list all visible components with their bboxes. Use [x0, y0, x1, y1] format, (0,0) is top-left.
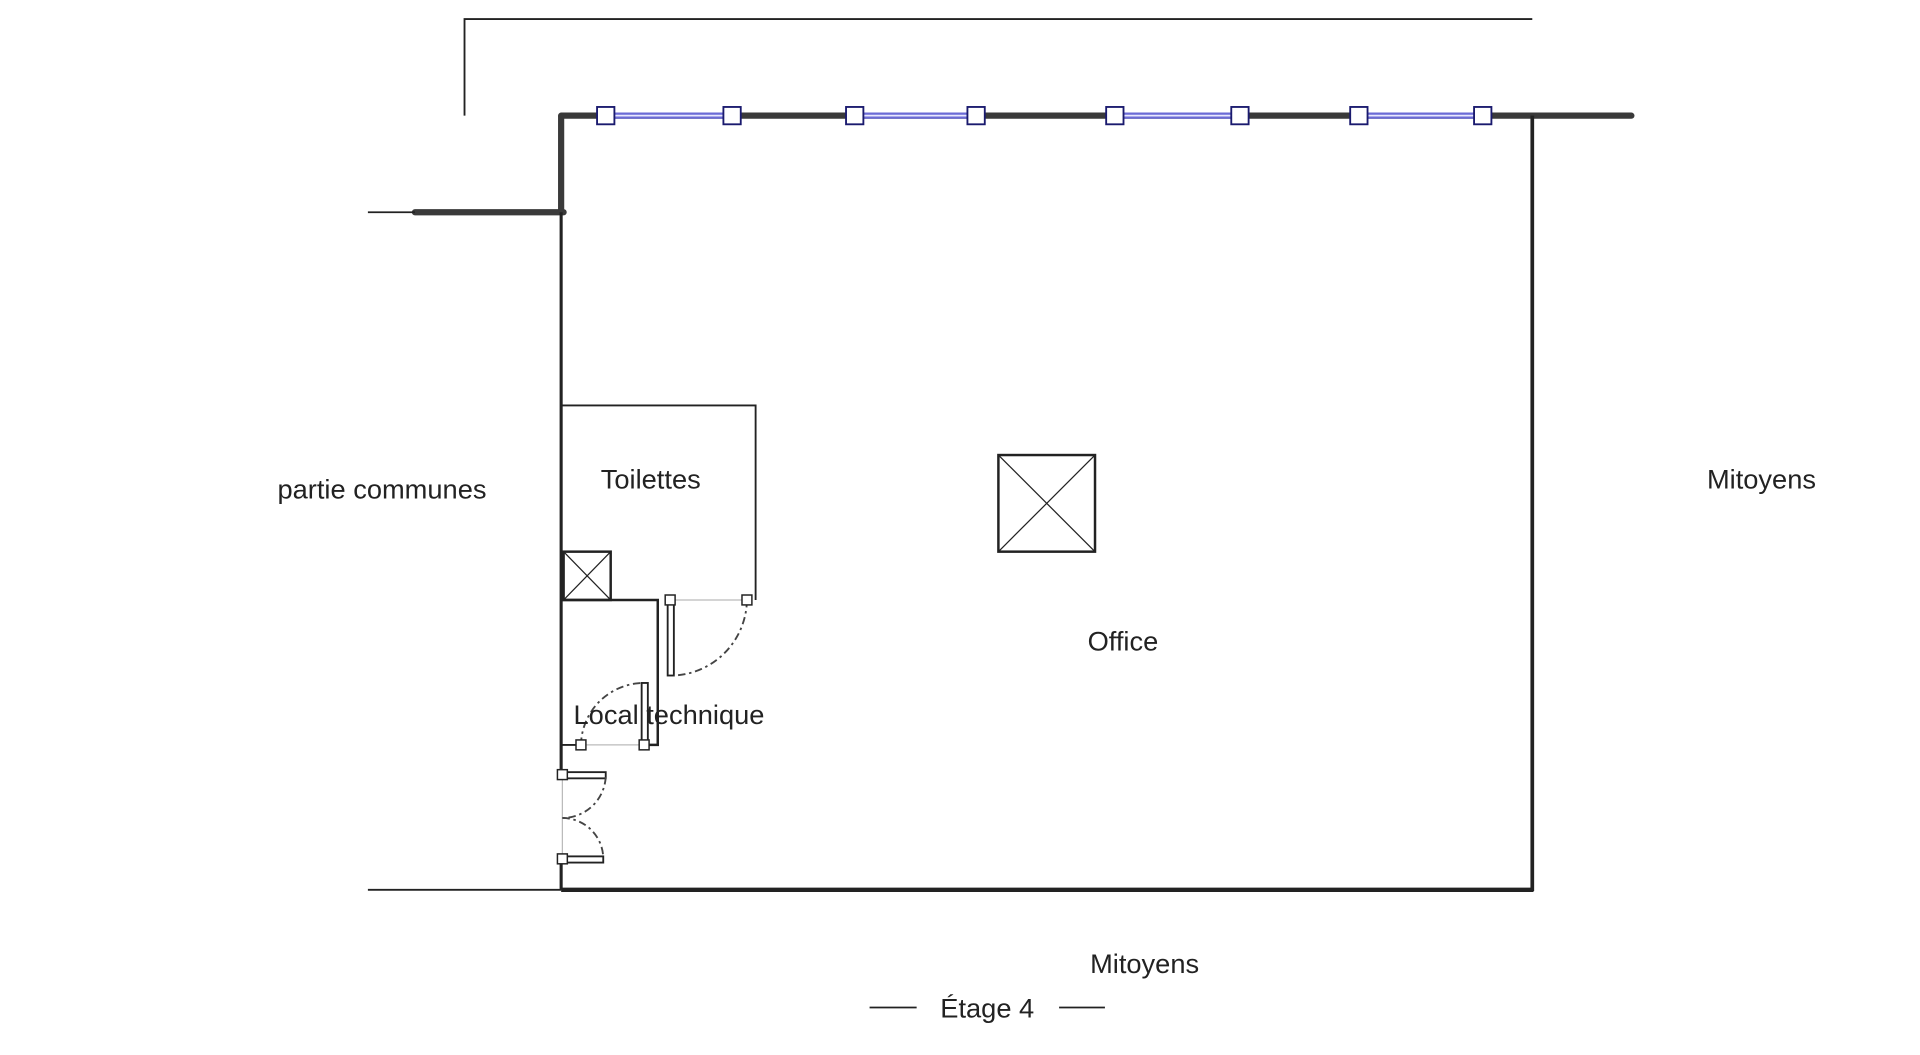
windows [596, 106, 1493, 126]
toilets-door [664, 594, 753, 677]
label-technical-room: Local technique [574, 699, 765, 730]
floor-caption: Étage 4 [940, 992, 1034, 1023]
label-neighbors-bottom: Mitoyens [1090, 948, 1199, 979]
label-office: Office [1088, 626, 1159, 657]
window-post [1349, 106, 1369, 126]
outer-boundary-line [463, 18, 1533, 116]
technical-room-door [575, 682, 650, 751]
window-post [845, 106, 865, 126]
window-post [1473, 106, 1493, 126]
toilets-partition [561, 404, 757, 600]
label-toilets: Toilettes [601, 463, 701, 494]
window-post [722, 106, 742, 126]
window-post [1105, 106, 1125, 126]
technical-room-partition [561, 598, 659, 747]
window-post [596, 106, 616, 126]
window-post [1230, 106, 1250, 126]
duct-large [997, 453, 1097, 553]
duct-small [562, 550, 612, 602]
label-common-areas: partie communes [277, 473, 486, 504]
entrance-double-door [556, 768, 607, 865]
label-neighbors-right: Mitoyens [1707, 463, 1816, 494]
window-post [966, 106, 986, 126]
